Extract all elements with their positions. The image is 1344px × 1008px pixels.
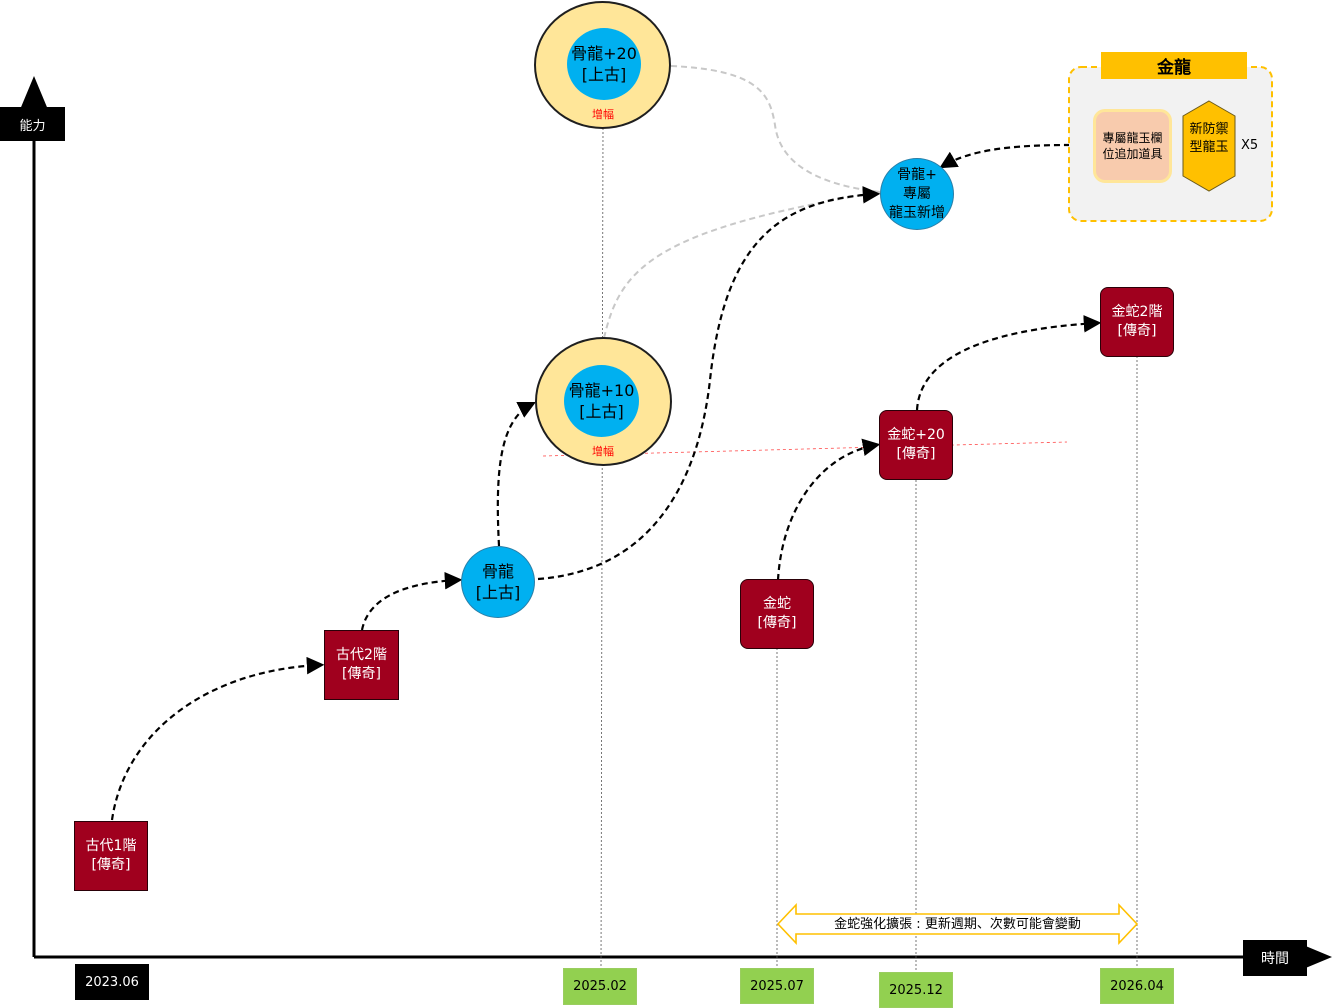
arrow-bone-to-bone10	[496, 402, 536, 547]
node-bone-dragon: 骨龍 [上古]	[461, 546, 535, 618]
note-double-arrow	[776, 902, 1139, 946]
defense-jade-count: X5	[1241, 138, 1259, 153]
node-bone-dragon-exclusive: 骨龍+ 專屬 龍玉新增	[880, 158, 954, 230]
node-bone-dragon-plus10-ring	[535, 337, 672, 466]
arrow-snake20-to-snake2	[915, 315, 1102, 411]
node-golden-snake-title: 金蛇	[763, 596, 791, 612]
node-ancient-tier1: 古代1階 [傳奇]	[74, 821, 148, 891]
node-golden-snake-plus20-title: 金蛇+20	[887, 427, 945, 443]
golden-dragon-title: 金龍	[1101, 52, 1247, 79]
guide-line-2025-02	[600, 127, 604, 969]
y-axis-label: 能力	[0, 107, 65, 141]
node-golden-snake-plus20-grade: [傳奇]	[896, 446, 936, 462]
x-axis-label: 時間	[1243, 940, 1307, 976]
node-golden-snake: 金蛇 [傳奇]	[740, 579, 814, 649]
node-bone-dragon-plus10: 骨龍+10 [上古]	[564, 365, 639, 437]
arrow-ancient2-to-bone	[360, 571, 463, 631]
arrow-ancient1-to-ancient2	[110, 656, 325, 821]
node-bone-dragon-plus10-grade: [上古]	[579, 402, 624, 421]
node-ancient-tier2-title: 古代2階	[336, 647, 387, 663]
node-bone-dragon-exclusive-l1: 骨龍+	[897, 166, 937, 183]
node-golden-snake-tier2-title: 金蛇2階	[1111, 304, 1163, 320]
date-2026-04: 2026.04	[1100, 968, 1174, 1004]
boost-label-plus10: 增幅	[592, 445, 614, 458]
node-bone-dragon-plus20: 骨龍+20 [上古]	[567, 28, 641, 100]
node-golden-snake-tier2: 金蛇2階 [傳奇]	[1100, 287, 1174, 357]
node-bone-dragon-exclusive-l2: 專屬	[903, 185, 931, 202]
node-bone-dragon-title: 骨龍	[481, 562, 514, 581]
boost-label-plus20: 增幅	[592, 108, 614, 121]
slot-expansion-item: 專屬龍玉欄位追加道具	[1093, 109, 1172, 183]
defense-jade-label: 新防禦型龍玉	[1189, 122, 1229, 155]
node-bone-dragon-plus10-title: 骨龍+10	[568, 381, 635, 400]
node-ancient-tier1-grade: [傳奇]	[91, 857, 131, 873]
node-bone-dragon-plus20-grade: [上古]	[581, 65, 627, 84]
grey-link-bone10	[603, 191, 881, 339]
node-bone-dragon-plus20-title: 骨龍+20	[571, 44, 637, 63]
arrow-golddragon-to-exclusive	[939, 143, 1071, 169]
node-ancient-tier2-grade: [傳奇]	[342, 666, 381, 682]
golden-snake-note: 金蛇強化擴張 : 更新週期、次數可能會變動	[834, 917, 1081, 932]
node-golden-snake-tier2-grade: [傳奇]	[1117, 323, 1157, 339]
grey-link-bone20	[670, 65, 881, 193]
node-golden-snake-grade: [傳奇]	[757, 615, 797, 631]
slot-expansion-item-label: 專屬龍玉欄位追加道具	[1102, 131, 1163, 161]
defense-jade-hexagon	[1182, 100, 1236, 192]
date-2025-12: 2025.12	[879, 972, 953, 1008]
node-bone-dragon-grade: [上古]	[475, 583, 521, 602]
node-bone-dragon-exclusive-l3: 龍玉新增	[889, 204, 945, 221]
date-2025-02: 2025.02	[563, 968, 637, 1005]
arrow-snake-to-snake20	[776, 438, 881, 581]
node-ancient-tier2: 古代2階 [傳奇]	[324, 630, 399, 700]
date-2025-07: 2025.07	[740, 968, 814, 1004]
node-ancient-tier1-title: 古代1階	[85, 838, 137, 854]
date-2023-06: 2023.06	[75, 964, 149, 1000]
node-golden-snake-plus20: 金蛇+20 [傳奇]	[879, 410, 953, 480]
